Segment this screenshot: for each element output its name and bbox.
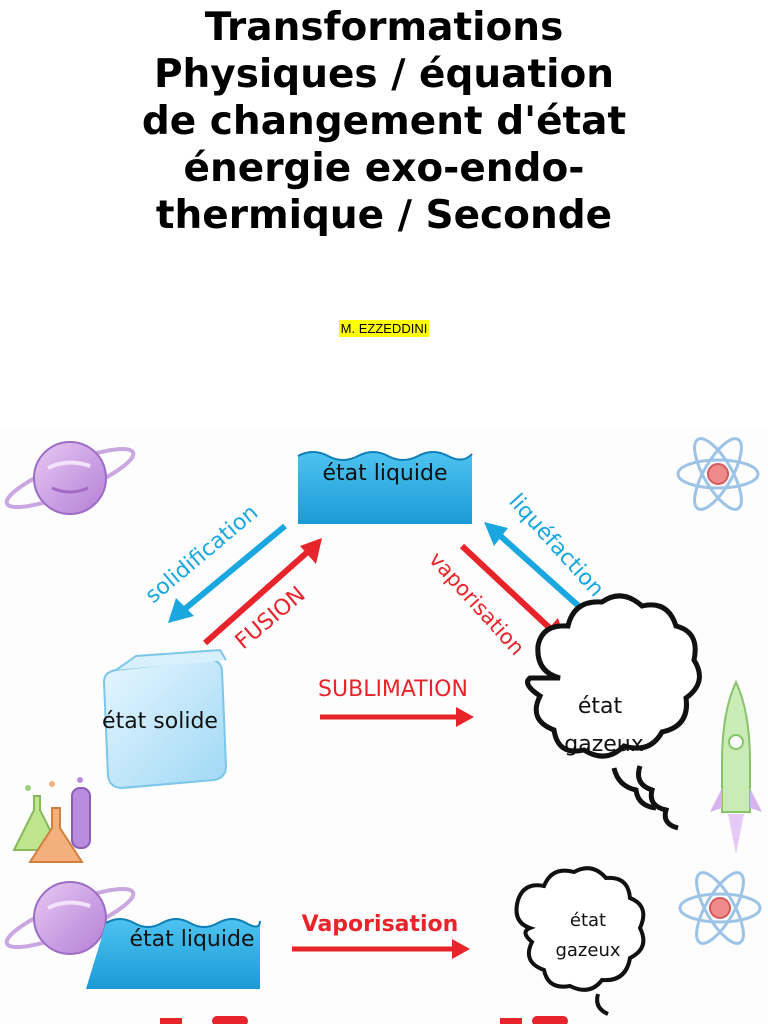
- liquid-state-label: état liquide: [322, 461, 447, 486]
- state-change-diagram: état liquide solidification FUSION vapor…: [4, 437, 762, 1024]
- rocket-icon: [710, 679, 762, 854]
- solidification-arrow: [168, 523, 287, 623]
- gas-state-label-line2: gazeux: [564, 732, 644, 757]
- bottom-liquid-state-box: état liquide: [86, 918, 261, 989]
- atom-icon-bottom: [678, 871, 762, 945]
- gas-state-label-line1: état: [578, 694, 623, 719]
- state-change-figure: état liquide solidification FUSION vapor…: [0, 428, 768, 1024]
- cut-off-formula-glyphs: [160, 1016, 568, 1024]
- liquefaction-arrow: [484, 522, 595, 621]
- gas-state-cloud: état gazeux: [525, 593, 702, 831]
- bottom-vaporisation-label: Vaporisation: [302, 912, 459, 937]
- sublimation-label: SUBLIMATION: [318, 677, 468, 702]
- planet-icon: [4, 441, 136, 515]
- bottom-vaporisation-arrow: [292, 939, 470, 959]
- fusion-arrow: [203, 538, 322, 646]
- title-line-4: énergie exo-endo-: [183, 146, 585, 191]
- planet-icon-bottom: [4, 881, 136, 955]
- document-title: Transformations Physiques / équation de …: [0, 4, 768, 239]
- bottom-gas-state-cloud: état gazeux: [514, 866, 646, 1016]
- fusion-label: FUSION: [231, 582, 311, 654]
- bottom-gas-label-line2: gazeux: [555, 940, 620, 961]
- bottom-liquid-state-label: état liquide: [129, 927, 254, 952]
- sublimation-arrow: [320, 707, 474, 727]
- bottom-gas-label-line1: état: [570, 910, 606, 931]
- vaporisation-label: vaporisation: [424, 547, 529, 660]
- title-line-1: Transformations: [204, 5, 564, 50]
- title-line-3: de changement d'état: [141, 99, 627, 144]
- liquid-state-box: état liquide: [297, 451, 473, 524]
- solid-state-ice-cube: état solide: [102, 648, 228, 790]
- solid-state-label: état solide: [102, 709, 218, 734]
- title-line-2: Physiques / équation: [153, 52, 615, 97]
- author-name: M. EZZEDDINI: [338, 320, 430, 337]
- lab-flasks-icon: [12, 777, 91, 863]
- author-block: M. EZZEDDINI: [0, 318, 768, 337]
- title-line-5: thermique / Seconde: [155, 193, 613, 238]
- atom-icon: [676, 437, 760, 511]
